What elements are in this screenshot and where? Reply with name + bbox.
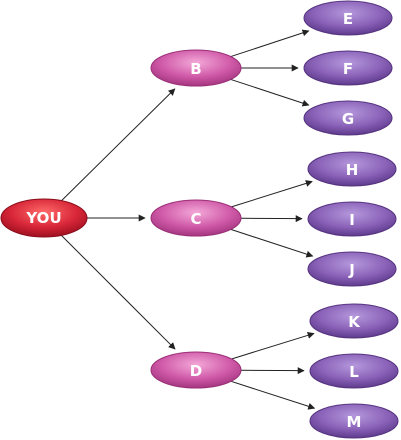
node-h: H [307,151,397,187]
node-you: YOU [0,198,88,238]
node-c: C [150,199,242,237]
node-l-label: L [349,363,359,381]
node-d-label: D [190,362,202,380]
node-b-label: B [190,60,201,78]
node-m: M [309,403,399,439]
edge-c-j [230,228,314,258]
node-m-label: M [347,413,362,431]
edge-root-b [61,88,176,202]
node-j: J [307,251,397,287]
node-k-label: K [348,313,361,331]
node-b: B [150,49,242,87]
node-i: I [307,201,397,237]
edge-d-m [230,380,316,410]
edge-c-h [231,180,313,208]
edge-b-e [230,29,310,58]
node-f-label: F [343,60,353,78]
node-h-label: H [346,161,359,179]
node-g-label: G [342,110,354,128]
node-e: E [303,0,393,36]
node-j-label: J [348,261,355,279]
edge-root-d [61,235,176,350]
node-e-label: E [343,10,353,28]
node-d: D [150,351,242,389]
node-l: L [309,353,399,389]
edge-b-g [230,78,310,107]
node-g: G [303,100,393,136]
edge-d-k [231,331,315,360]
node-i-label: I [349,211,355,229]
node-k: K [309,303,399,339]
node-c-label: C [190,210,201,228]
node-you-label: YOU [25,209,61,227]
node-f: F [303,50,393,86]
edges-layer [61,29,316,410]
